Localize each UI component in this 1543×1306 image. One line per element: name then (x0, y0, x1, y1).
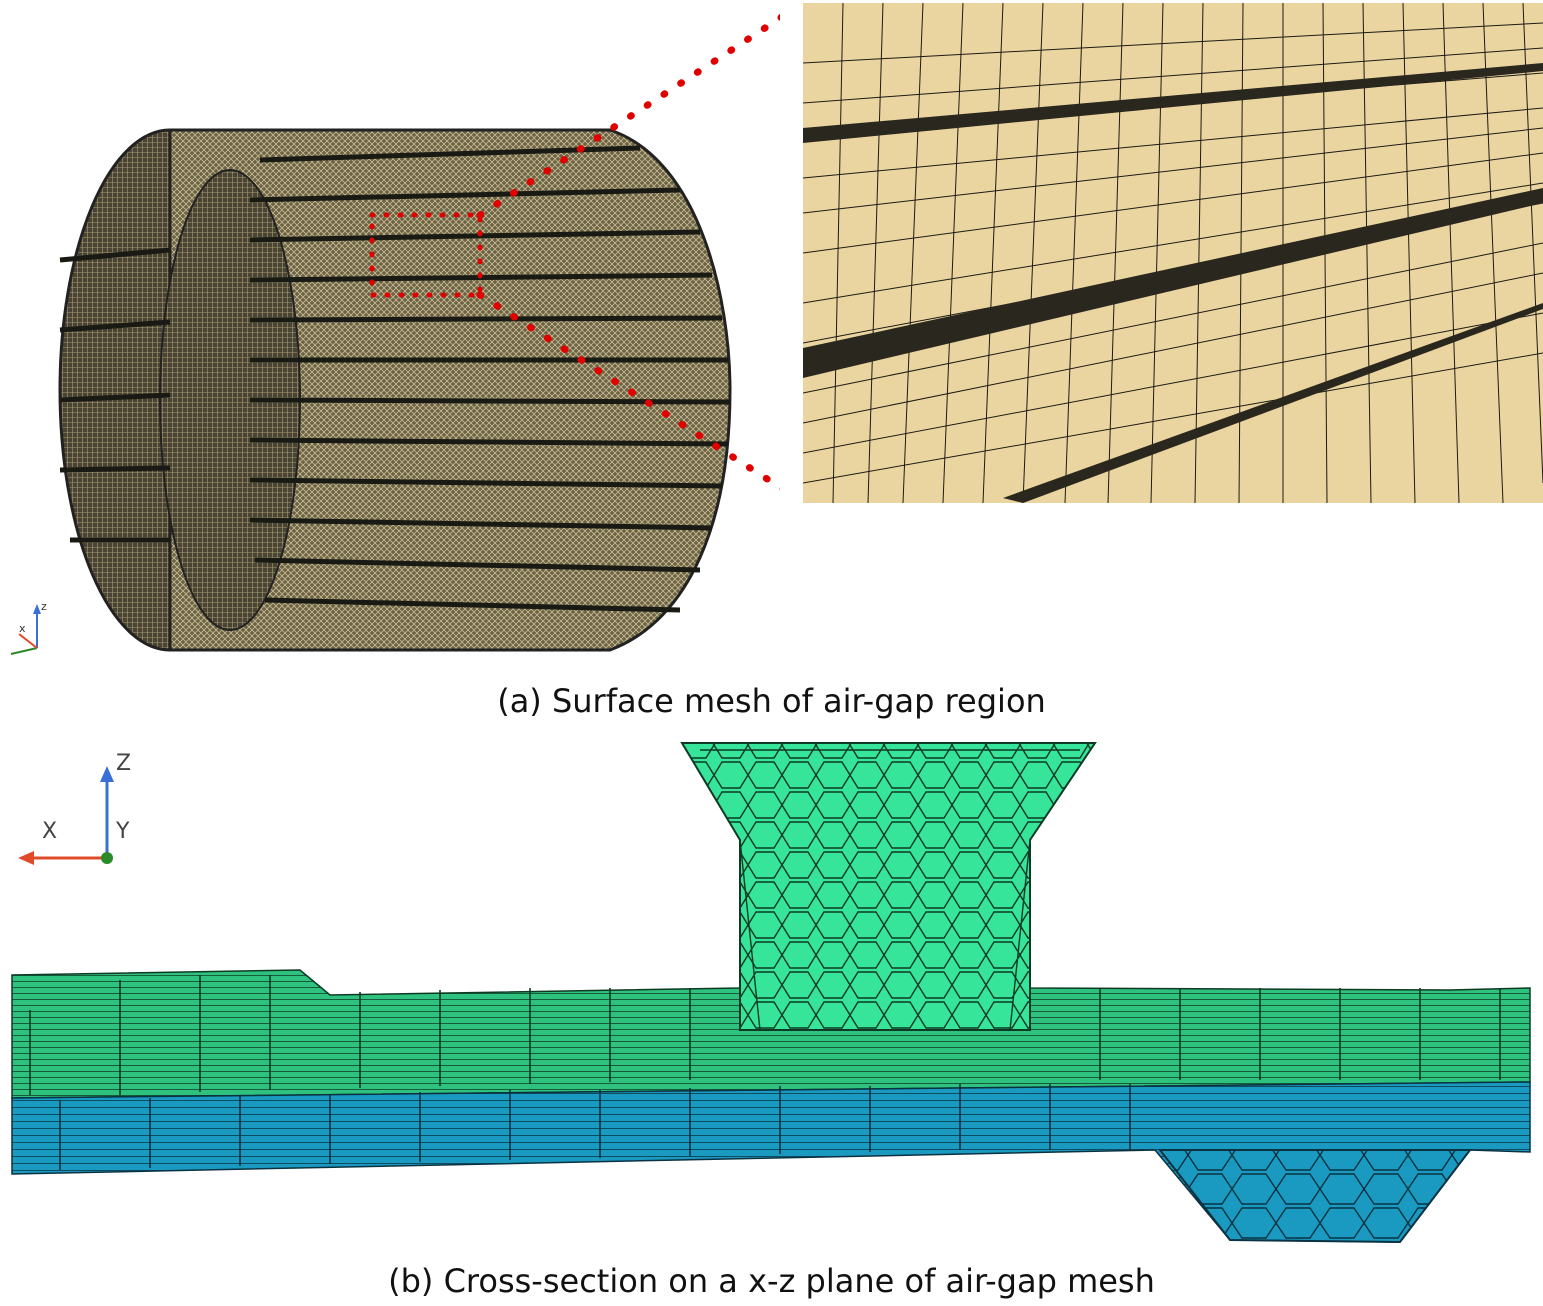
triad-b-y-label: Y (115, 819, 130, 844)
zoom-callout-line-top (476, 13, 780, 219)
panel-a-caption: (a) Surface mesh of air-gap region (497, 682, 1046, 720)
blue-cell-walls (59, 1084, 1131, 1170)
zoom-face (803, 3, 1543, 503)
panel-b-caption: (b) Cross-section on a x-z plane of air-… (388, 1262, 1155, 1300)
zoom-slot-band (1003, 303, 1543, 503)
zoom-grid-lines (803, 3, 1543, 503)
zoom-slot-band (803, 188, 1543, 378)
green-cell-walls (29, 975, 1501, 1095)
blue-slot (1157, 1149, 1473, 1244)
triad-b-x-label: X (42, 819, 57, 844)
cylinder-mesh-icon (58, 13, 780, 652)
green-stem-boundary (700, 749, 1080, 1031)
axis-triad-icon: z x (10, 600, 47, 655)
zoom-callout-line-bottom (476, 291, 780, 492)
triad-b-z-label: Z (116, 751, 131, 776)
zoom-mesh-icon (803, 3, 1543, 503)
slot-stripes (59, 145, 731, 613)
cross-section-mesh-icon (11, 742, 1531, 1244)
zoom-callout-box (369, 212, 483, 298)
triad-a-z-label: z (41, 600, 47, 613)
triad-a-x-label: x (19, 622, 26, 635)
green-stem (680, 742, 1097, 1031)
zoom-slot-band (803, 63, 1543, 143)
axis-triad-icon: Z X Y (18, 751, 131, 865)
